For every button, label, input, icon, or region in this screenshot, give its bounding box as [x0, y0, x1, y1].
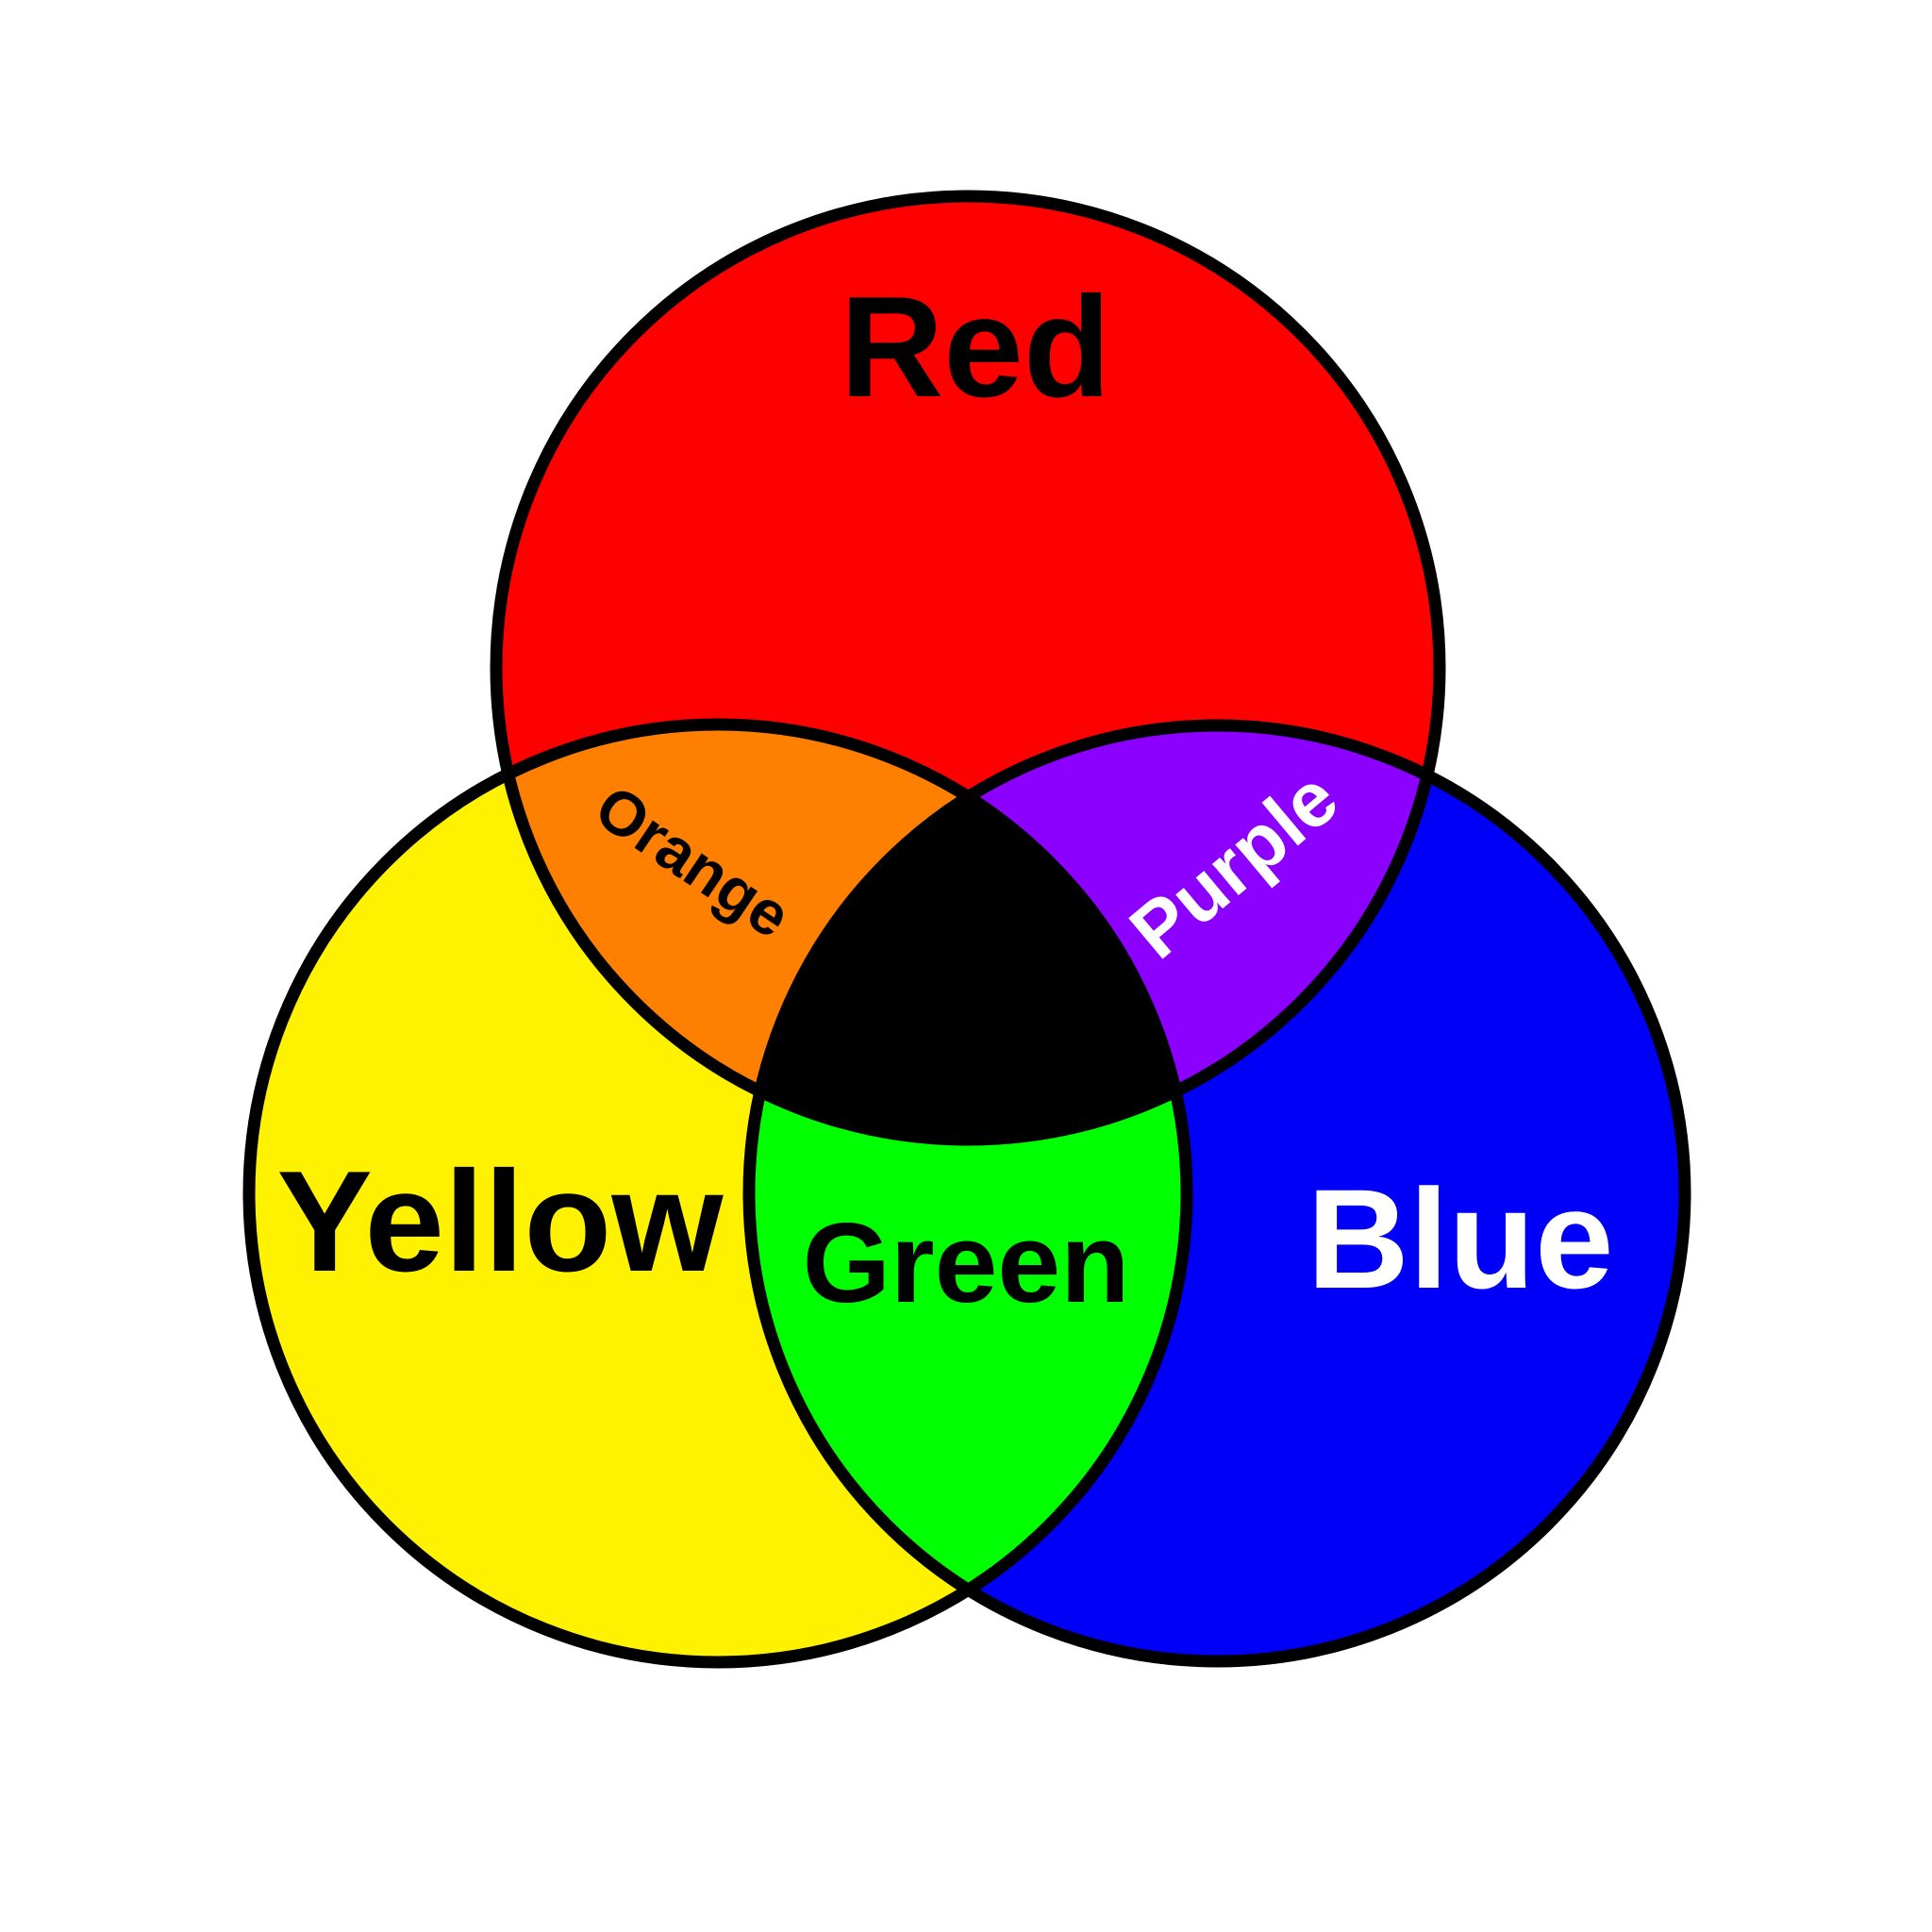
center-black-region [749, 725, 1187, 1140]
label-red: Red [840, 267, 1110, 427]
red-circle-outline [490, 190, 1446, 1146]
blue-circle-outline [742, 719, 1691, 1668]
yellow-circle-outline [242, 718, 1193, 1669]
label-blue: Blue [1307, 1159, 1613, 1318]
label-green: Green [803, 1200, 1130, 1326]
label-yellow: Yellow [276, 1141, 724, 1302]
